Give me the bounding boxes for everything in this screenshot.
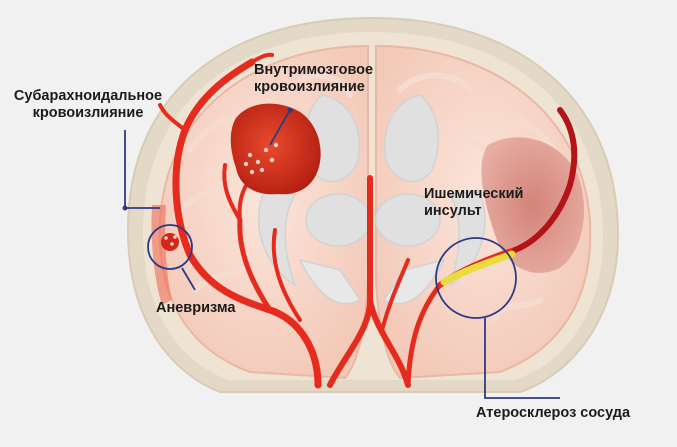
label-intracerebral-hemorrhage: Внутримозговое кровоизлияние <box>254 62 373 96</box>
label-subarachnoid-hemorrhage: Субарахноидальное кровоизлияние <box>8 88 168 122</box>
label-ischemic-line2: инсульт <box>424 203 482 219</box>
label-subarachnoid-line1: Субарахноидальное <box>13 88 163 104</box>
label-intracerebral-line2: кровоизлияние <box>254 79 365 95</box>
ventricles <box>257 94 486 305</box>
atherosclerosis-pointer <box>484 318 560 399</box>
vessels-right <box>327 107 578 388</box>
label-intracerebral-line1: Внутримозговое <box>254 62 374 78</box>
atherosclerosis-callout-circle <box>435 237 517 319</box>
label-atherosclerosis: Атеросклероз сосуда <box>476 405 631 421</box>
atherosclerotic-plaque <box>440 250 516 286</box>
ischemic-area <box>481 137 584 273</box>
aneurysm-callout-circle <box>147 224 193 270</box>
intracerebral-pointer <box>269 109 291 146</box>
label-aneurysm: Аневризма <box>156 300 236 316</box>
label-ischemic-stroke: Ишемический инсульт <box>424 186 523 220</box>
label-subarachnoid-line2: кровоизлияние <box>32 105 144 121</box>
label-ischemic-line1: Ишемический <box>424 186 524 202</box>
hemorrhage-dots <box>243 142 279 175</box>
aneurysm <box>161 233 179 251</box>
aneurysm-pointer <box>181 267 196 291</box>
